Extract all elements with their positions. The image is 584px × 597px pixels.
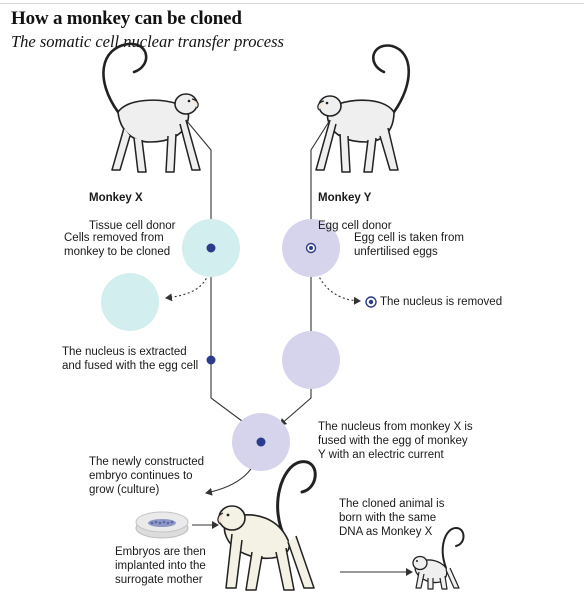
monkey-x-icon [102, 42, 201, 173]
enucleated-egg-circle [282, 331, 340, 389]
monkey-y-name: Monkey Y [318, 192, 372, 204]
page-subtitle: The somatic cell nuclear transfer proces… [11, 32, 284, 51]
surrogate-monkey-icon [217, 460, 317, 591]
monkey-y-role: Egg cell donor [318, 220, 392, 232]
monkey-y-label: Monkey Y Egg cell donor [318, 177, 392, 247]
top-rule [0, 3, 584, 4]
step-embryo-grows: The newly constructed embryo continues t… [89, 456, 205, 496]
petri-dish-icon [135, 511, 189, 539]
step-clone-born: The cloned animal is born with the same … [339, 498, 445, 538]
step-nucleus-fused: The nucleus from monkey X is fused with … [318, 421, 473, 461]
page-title: How a monkey can be cloned [11, 8, 242, 29]
baby-monkey-icon [412, 526, 465, 590]
nucleus-icon [206, 243, 216, 253]
step-nucleus-extracted: The nucleus is extracted and fused with … [62, 346, 199, 372]
step-embryos-implanted: Embryos are then implanted into the surr… [115, 546, 206, 586]
step-cells-removed: Cells removed from monkey to be cloned [64, 232, 171, 258]
step-nucleus-removed: The nucleus is removed [380, 296, 503, 308]
monkey-x-label: Monkey X Tissue cell donor [89, 177, 176, 247]
monkey-x-name: Monkey X [89, 192, 143, 204]
monkey-y-icon [315, 44, 411, 173]
extracted-nucleus-icon [206, 355, 216, 365]
monkey-x-role: Tissue cell donor [89, 220, 176, 232]
removed-cell-circle [101, 273, 159, 331]
step-egg-taken: Egg cell is taken from unfertilised eggs [354, 232, 464, 258]
